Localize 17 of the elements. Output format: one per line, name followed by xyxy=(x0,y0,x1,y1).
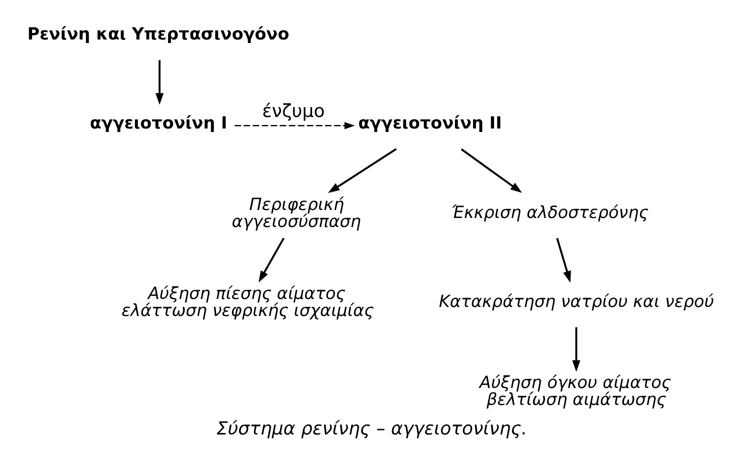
arrow xyxy=(328,148,397,193)
node-text: Κατακράτηση νατρίου και νερού xyxy=(438,290,714,311)
arrow xyxy=(155,60,164,105)
node-text: Ρενίνη και Υπερτασινογόνο xyxy=(27,24,290,44)
node-text: Περιφερική αγγειοσύσπαση xyxy=(232,194,362,231)
node-text: Αύξηση πίεσης αίματος ελάττωση νεφρικής ισχαιμίας xyxy=(122,283,374,320)
arrow xyxy=(572,327,580,372)
node-text: αγγειοτονίνη I xyxy=(90,112,228,133)
arrow xyxy=(460,148,522,193)
node-text: Έκκριση αλδοστερόνης xyxy=(451,202,649,222)
arrow xyxy=(556,238,571,283)
edge-label: ένζυμο xyxy=(262,100,325,122)
caption: Σύστημα ρενίνης – αγγειοτονίνης. xyxy=(216,418,528,440)
arrow xyxy=(234,122,355,130)
node-text: Αύξηση όγκου αίματος βελτίωση αιμάτωσης xyxy=(480,372,672,409)
node-text: αγγειοτονίνη II xyxy=(358,112,502,133)
arrow xyxy=(258,238,285,282)
